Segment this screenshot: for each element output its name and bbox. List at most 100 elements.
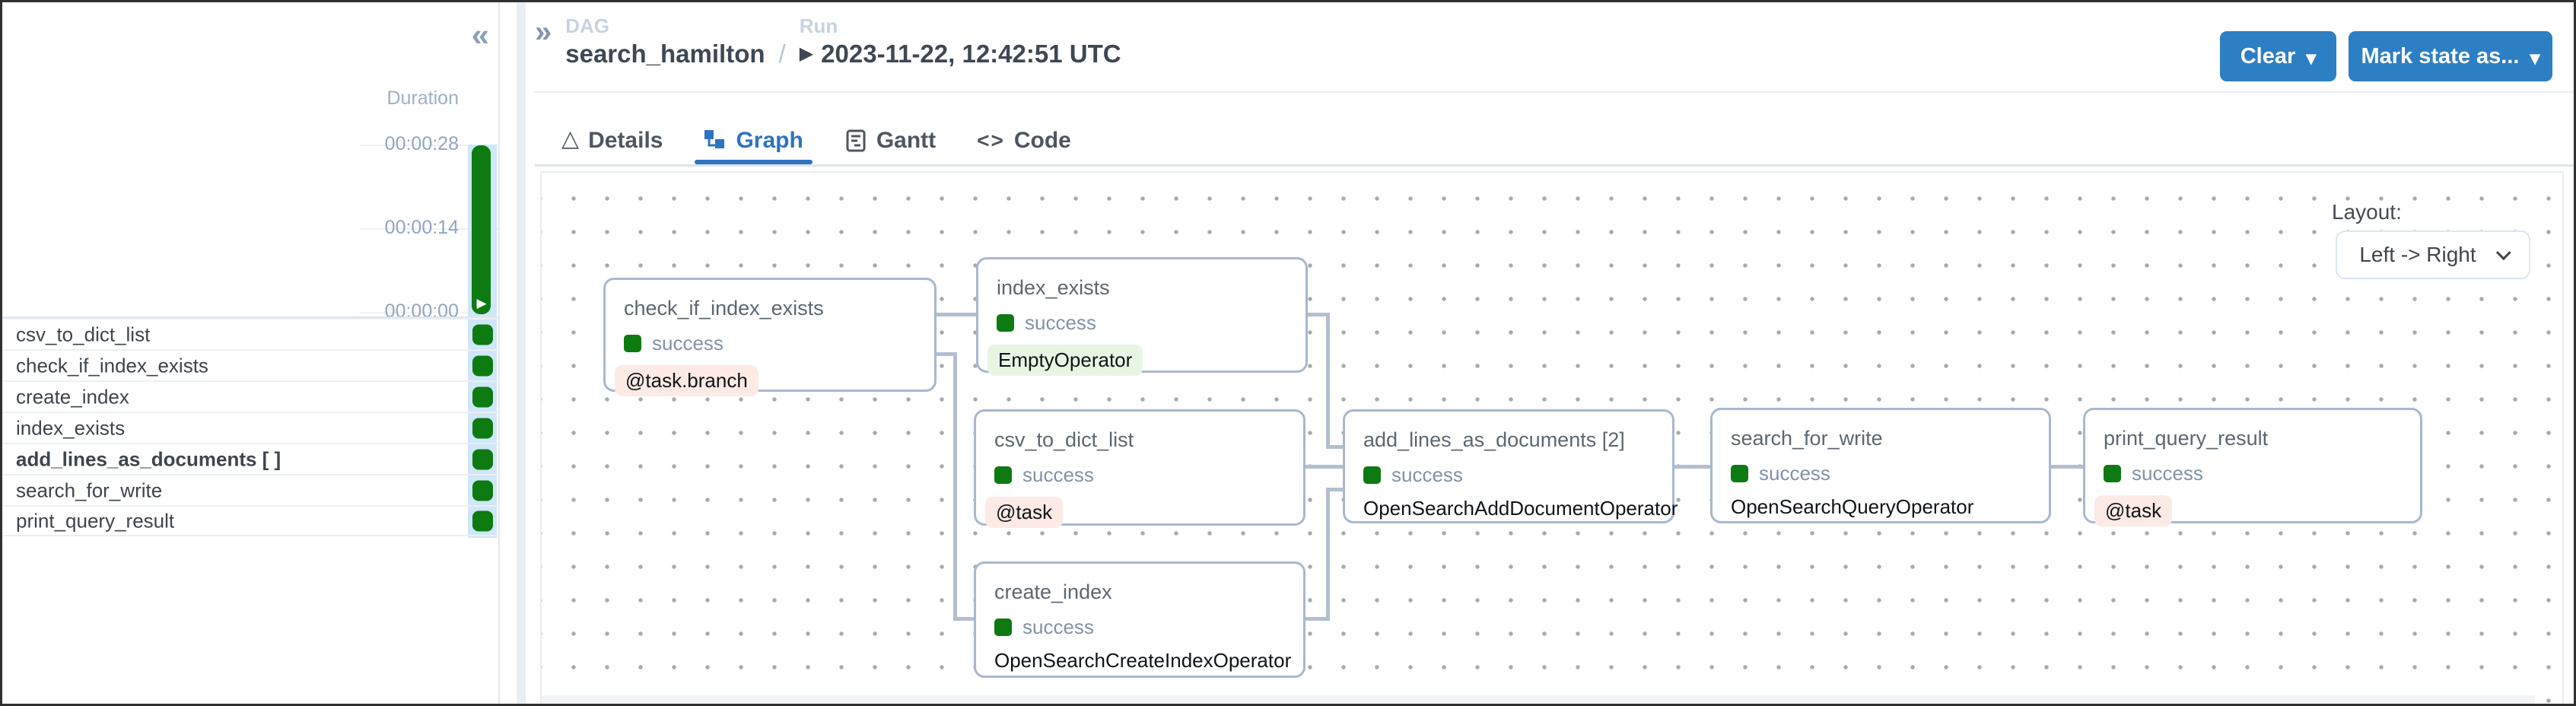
task-status-square[interactable] xyxy=(472,480,493,501)
success-status-icon xyxy=(2104,465,2121,482)
task-name: search_for_write xyxy=(1731,427,1883,450)
edge-check-to-index_exists xyxy=(937,313,978,316)
tab-graph[interactable]: Graph xyxy=(695,116,813,164)
task-label: print_query_result xyxy=(16,509,175,532)
edge-csv-to-add_lines xyxy=(1304,465,1344,469)
success-status-icon xyxy=(994,619,1012,636)
collapse-sidebar-icon[interactable]: « xyxy=(471,17,489,52)
graph-node-check_if_index_exists[interactable]: check_if_index_exists success @task.bran… xyxy=(603,278,937,396)
task-name: csv_to_dict_list xyxy=(994,428,1134,451)
success-status-icon xyxy=(624,335,641,352)
status-label: success xyxy=(1759,462,1830,485)
tab-label: Details xyxy=(588,127,663,153)
task-status-square[interactable] xyxy=(472,449,493,469)
run-manual-icon: ▶ xyxy=(799,43,814,64)
details-icon: △ xyxy=(561,126,580,151)
edge-create_index-to-add_lines xyxy=(1326,488,1344,491)
task-row-add_lines_as_documents[interactable]: add_lines_as_documents [ ] xyxy=(2,443,498,474)
graph-node-index_exists[interactable]: index_exists success EmptyOperator xyxy=(976,257,1308,376)
duration-tick: 00:00:14 xyxy=(384,217,459,238)
task-name: create_index xyxy=(994,580,1112,603)
graph-node-csv_to_dict_list[interactable]: csv_to_dict_list success @task xyxy=(974,409,1305,528)
tab-details[interactable]: △ Details xyxy=(561,116,663,164)
graph-node-create_index[interactable]: create_index success OpenSearchCreateInd… xyxy=(974,561,1305,678)
task-label: create_index xyxy=(16,385,129,408)
task-name: print_query_result xyxy=(2104,427,2269,450)
dag-name[interactable]: search_hamilton xyxy=(565,40,765,68)
tab-label: Gantt xyxy=(876,127,937,153)
duration-gridline xyxy=(360,228,498,230)
graph-icon xyxy=(704,129,727,152)
sidebar-splitter[interactable] xyxy=(498,2,500,704)
edge-index_exists-to-add_lines xyxy=(1326,445,1344,449)
tab-gantt[interactable]: Gantt xyxy=(844,116,936,164)
header-divider xyxy=(535,91,2574,93)
task-label: search_for_write xyxy=(16,479,163,501)
graph-node-print_query_result[interactable]: print_query_result success @task xyxy=(2083,408,2422,526)
tab-bar: △ Details Graph Gantt xyxy=(561,116,1071,164)
tab-label: Code xyxy=(1013,127,1071,153)
edge-add_lines-to-search_for_write xyxy=(1673,465,1712,469)
duration-axis-label: Duration xyxy=(386,87,460,109)
edge-check-to-create_index xyxy=(953,352,957,621)
operator-label: OpenSearchAddDocumentOperator xyxy=(1363,497,1678,520)
operator-label: OpenSearchCreateIndexOperator xyxy=(994,649,1292,672)
task-status-square[interactable] xyxy=(472,510,493,531)
run-timestamp[interactable]: 2023-11-22, 12:42:51 UTC xyxy=(821,40,1121,68)
success-status-icon xyxy=(1731,465,1748,482)
layout-select[interactable]: Left -> Right xyxy=(2336,231,2530,279)
task-status-square[interactable] xyxy=(472,324,493,345)
task-row-print_query_result[interactable]: print_query_result xyxy=(2,505,498,536)
graph-node-add_lines_as_documents[interactable]: add_lines_as_documents [2] success OpenS… xyxy=(1343,409,1678,523)
task-row-index_exists[interactable]: index_exists xyxy=(2,412,498,443)
edge-index_exists-to-add_lines xyxy=(1308,313,1329,316)
edge-search-to-print_query_result xyxy=(2050,465,2085,469)
chevron-down-icon xyxy=(2495,245,2511,261)
clear-button-label: Clear xyxy=(2240,43,2296,68)
task-sidebar: « Duration 00:00:28 00:00:14 00:00:00 ▶ … xyxy=(2,2,498,704)
tab-code[interactable]: <> Code xyxy=(977,116,1071,164)
run-label: Run xyxy=(799,14,838,37)
operator-badge: @task xyxy=(985,497,1064,528)
code-icon: <> xyxy=(977,128,1005,152)
dag-run-duration-bar[interactable]: ▶ xyxy=(472,145,491,314)
edge-index_exists-to-add_lines xyxy=(1326,313,1330,449)
success-status-icon xyxy=(997,314,1014,332)
task-row-csv_to_dict_list[interactable]: csv_to_dict_list xyxy=(2,318,498,349)
horizontal-scrollbar[interactable] xyxy=(542,695,2535,704)
gantt-icon xyxy=(844,129,867,152)
success-status-icon xyxy=(994,466,1012,484)
tab-label: Graph xyxy=(736,127,803,153)
task-row-check_if_index_exists[interactable]: check_if_index_exists xyxy=(2,349,498,380)
layout-label: Layout: xyxy=(2332,200,2402,224)
duration-tick: 00:00:28 xyxy=(384,133,459,154)
task-list: csv_to_dict_list check_if_index_exists c… xyxy=(2,318,498,536)
operator-badge: @task.branch xyxy=(615,365,758,396)
status-label: success xyxy=(2132,462,2203,485)
sidebar-divider xyxy=(2,316,498,318)
task-status-square[interactable] xyxy=(472,418,493,438)
clear-button[interactable]: Clear ▾ xyxy=(2220,31,2336,81)
graph-node-search_for_write[interactable]: search_for_write success OpenSearchQuery… xyxy=(1710,408,2051,523)
caret-down-icon: ▾ xyxy=(2530,46,2540,69)
operator-badge: @task xyxy=(2094,495,2173,526)
breadcrumb: » DAG search_hamilton / Run ▶ 2023-11-22… xyxy=(535,14,1121,71)
task-label: check_if_index_exists xyxy=(16,354,208,377)
task-status-square[interactable] xyxy=(472,355,493,376)
task-name: add_lines_as_documents [2] xyxy=(1363,428,1625,451)
status-label: success xyxy=(1391,463,1463,486)
layout-select-value: Left -> Right xyxy=(2359,243,2476,266)
status-label: success xyxy=(1022,463,1094,486)
mark-state-as-button[interactable]: Mark state as... ▾ xyxy=(2349,31,2552,81)
task-status-square[interactable] xyxy=(472,386,493,407)
edge-create_index-to-add_lines xyxy=(1326,488,1330,621)
success-status-icon xyxy=(1363,466,1381,484)
breadcrumb-separator: / xyxy=(778,40,786,68)
caret-down-icon: ▾ xyxy=(2306,46,2317,69)
task-row-search_for_write[interactable]: search_for_write xyxy=(2,474,498,505)
edge-create_index-to-add_lines xyxy=(1304,617,1329,621)
task-row-create_index[interactable]: create_index xyxy=(2,380,498,412)
expand-breadcrumb-icon[interactable]: » xyxy=(535,15,552,49)
tab-divider xyxy=(535,164,2574,167)
